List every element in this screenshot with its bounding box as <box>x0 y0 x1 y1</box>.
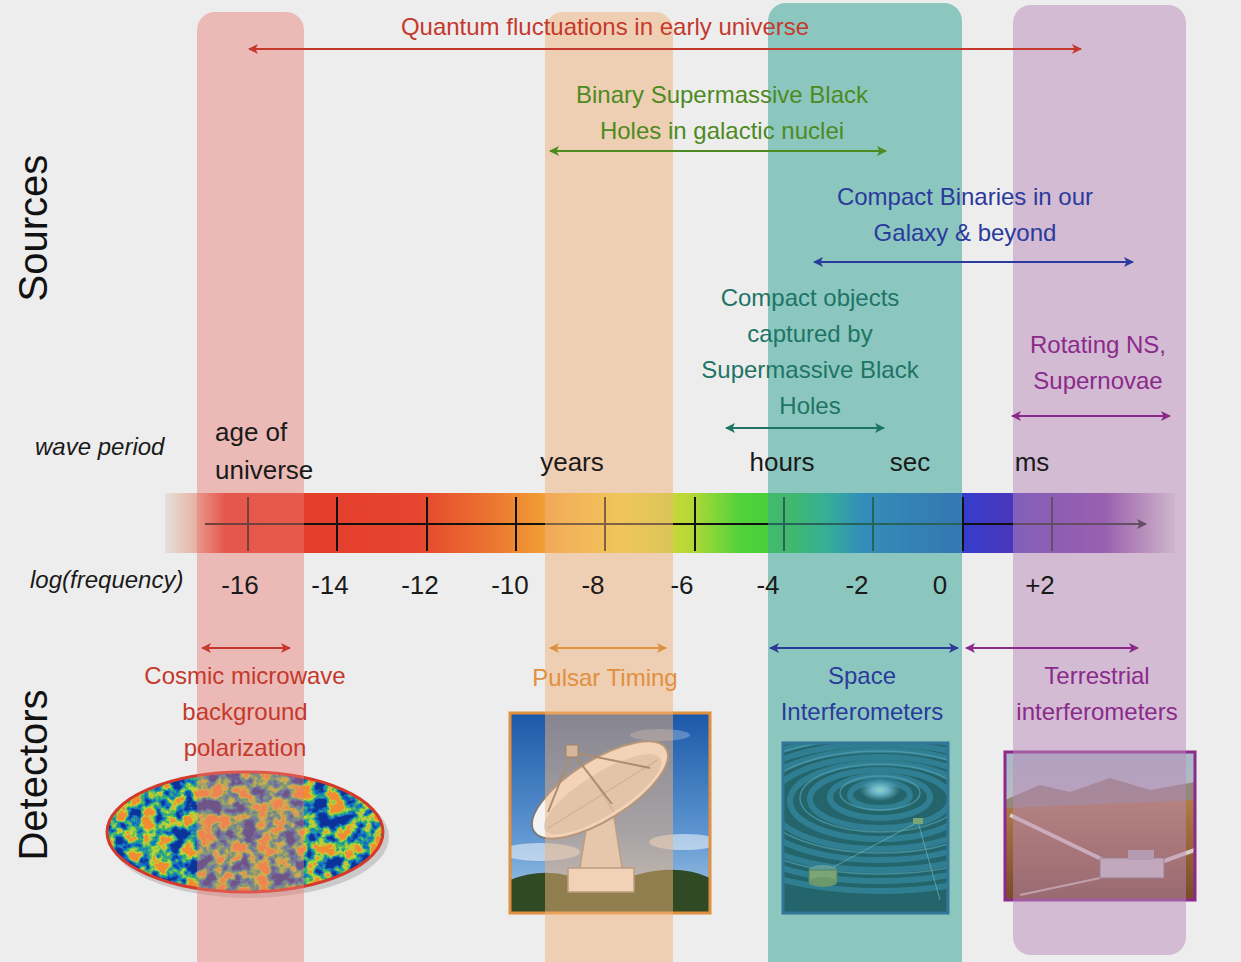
frequency-band <box>545 12 673 962</box>
axis-title: wave period <box>35 429 195 465</box>
tick-value: -12 <box>385 567 455 603</box>
period-label: ms <box>992 444 1072 480</box>
range-arrow <box>966 647 1138 649</box>
frequency-band <box>197 3 1186 962</box>
section-title: Detectors <box>15 689 51 860</box>
period-label: hours <box>727 444 837 480</box>
axis-line <box>205 523 1146 525</box>
tick-value: -2 <box>822 567 892 603</box>
section-title: Sources <box>15 155 51 302</box>
frequency-band <box>768 3 962 962</box>
source-label: Rotating NS, Supernovae <box>1006 327 1191 399</box>
range-arrow <box>202 647 290 649</box>
axis-title: log(frequency) <box>30 562 210 598</box>
frequency-band <box>1013 5 1186 955</box>
tick-value: -14 <box>295 567 365 603</box>
period-label: age of universe <box>215 413 345 489</box>
detector-label: Terrestrial interferometers <box>995 658 1200 730</box>
range-arrow <box>726 427 884 429</box>
source-label: Compact objects captured by Supermassive… <box>688 280 933 424</box>
range-arrow <box>770 647 958 649</box>
range-arrow <box>550 150 886 152</box>
range-arrow <box>202 49 1170 648</box>
period-label: years <box>517 444 627 480</box>
range-arrow <box>550 647 666 649</box>
detector-label: Pulsar Timing <box>495 660 715 696</box>
tick-value: 0 <box>905 567 975 603</box>
detector-label: Cosmic microwave background polarization <box>138 658 353 766</box>
period-label: sec <box>865 444 955 480</box>
frequency-band <box>197 12 304 962</box>
tick-value: +2 <box>1005 567 1075 603</box>
detector-label: Space Interferometers <box>762 658 962 730</box>
tick-value: -4 <box>733 567 803 603</box>
source-label: Quantum fluctuations in early universe <box>345 9 865 45</box>
range-arrow <box>249 48 1081 50</box>
tick-value: -8 <box>558 567 628 603</box>
source-label: Compact Binaries in our Galaxy & beyond <box>820 179 1110 251</box>
range-arrow <box>1012 415 1170 417</box>
tick-value: -6 <box>647 567 717 603</box>
source-label: Binary Supermassive Black Holes in galac… <box>562 77 882 149</box>
tick-value: -10 <box>475 567 545 603</box>
tick-value: -16 <box>205 567 275 603</box>
range-arrow <box>814 261 1133 263</box>
